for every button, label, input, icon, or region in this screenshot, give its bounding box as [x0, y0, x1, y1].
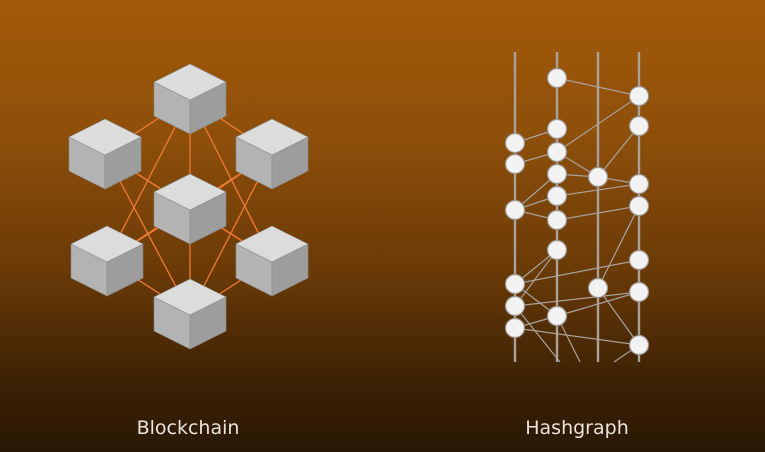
cube-top-face	[70, 225, 144, 263]
event-node	[504, 199, 526, 221]
hashgraph-caption: Hashgraph	[525, 417, 629, 439]
gossip-edge	[556, 183, 640, 197]
event-node	[546, 209, 568, 231]
gossip-edge	[597, 125, 640, 178]
event-node	[546, 118, 568, 140]
event-node	[628, 281, 650, 303]
event-node	[628, 249, 650, 271]
gossip-edge	[514, 249, 558, 307]
gossip-edge	[556, 77, 640, 97]
event-node	[546, 67, 568, 89]
hashgraph-gossip-edges	[514, 77, 640, 363]
cube-top-face	[235, 225, 309, 263]
gossip-edge	[556, 95, 640, 153]
gossip-edge	[597, 287, 640, 346]
event-node	[546, 239, 568, 261]
gossip-edge	[556, 291, 640, 317]
block-cube	[153, 173, 227, 245]
block-cube	[153, 63, 227, 135]
event-node	[504, 317, 526, 339]
event-node	[504, 132, 526, 154]
cube-top-face	[68, 118, 142, 156]
hashgraph-events	[504, 67, 650, 356]
event-node	[504, 273, 526, 295]
blockchain-cubes	[68, 63, 309, 350]
gossip-edge	[514, 259, 640, 285]
gossip-edge	[597, 205, 640, 289]
event-node	[628, 173, 650, 195]
event-node	[628, 115, 650, 137]
gossip-edge	[514, 327, 640, 346]
block-cube	[70, 225, 144, 297]
block-cube	[68, 118, 142, 190]
event-node	[546, 163, 568, 185]
event-node	[587, 277, 609, 299]
event-node	[628, 334, 650, 356]
event-node	[546, 141, 568, 163]
block-cube	[153, 278, 227, 350]
gossip-edge	[514, 305, 561, 363]
block-cube	[235, 118, 309, 190]
event-node	[504, 153, 526, 175]
cube-top-face	[153, 63, 227, 101]
block-cube	[235, 225, 309, 297]
event-node	[628, 85, 650, 107]
gossip-edge	[514, 291, 640, 307]
event-node	[504, 295, 526, 317]
cube-top-face	[235, 118, 309, 156]
event-node	[587, 166, 609, 188]
gossip-edge	[556, 205, 640, 221]
event-node	[546, 305, 568, 327]
event-node	[628, 195, 650, 217]
event-node	[546, 185, 568, 207]
cube-top-face	[153, 278, 227, 316]
blockchain-caption: Blockchain	[136, 417, 240, 439]
hashgraph-member-lines	[513, 52, 641, 362]
cube-top-face	[153, 173, 227, 211]
